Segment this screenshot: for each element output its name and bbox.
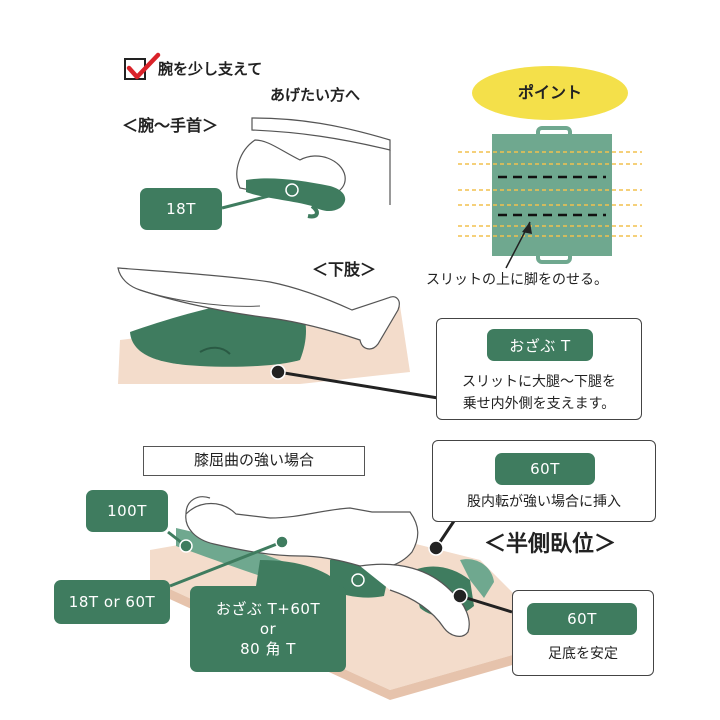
foot-callout-label: 60T	[527, 603, 637, 635]
ozabu-callout-line2: 乗せ内外側を支えます。	[462, 396, 616, 412]
connector-18t-or-60t	[169, 540, 283, 588]
hip-callout-line1: 股内転が強い場合に挿入	[467, 494, 621, 510]
connector-foot-60t	[459, 594, 513, 614]
arm-marker-dot	[285, 183, 299, 197]
point-badge: ポイント	[472, 66, 628, 120]
ozabu-callout: おざぶ T スリットに大腿～下腿を 乗せ内外側を支えます。	[436, 318, 642, 420]
foot-callout: 60T 足底を安定	[512, 590, 654, 676]
combo-label-line3: 80 角 T	[240, 640, 296, 659]
combo-label-line1: おざぶ T+60T	[215, 599, 321, 618]
checkmark-icon	[126, 52, 161, 80]
marker-100t	[179, 539, 193, 553]
arm-connector-line	[221, 188, 293, 210]
label-18t-or-60t: 18T or 60T	[54, 580, 170, 624]
marker-18t-or-60t	[275, 535, 289, 549]
lower-limb-illustration	[117, 267, 410, 384]
arm-cushion-label: 18T	[140, 188, 222, 230]
ozabu-callout-label: おざぶ T	[487, 329, 593, 361]
marker-combo	[351, 573, 365, 587]
ozabu-callout-line1: スリットに大腿～下腿を	[462, 374, 616, 390]
half-side-title: ＜半側臥位＞	[484, 532, 617, 557]
combo-label: おざぶ T+60T or 80 角 T	[190, 586, 346, 672]
check-text-line1: 腕を少し支えて	[158, 60, 263, 78]
ozabu-connector-line	[277, 370, 439, 400]
combo-label-line2: or	[259, 619, 277, 638]
arm-section-title: ＜腕～手首＞	[122, 116, 219, 135]
slit-caption: スリットの上に脚をのせる。	[426, 272, 608, 288]
slit-cushion-illustration	[458, 126, 642, 269]
arm-illustration	[236, 117, 391, 219]
ozabu-marker-dot	[270, 364, 286, 380]
marker-foot-60t	[452, 588, 468, 604]
marker-hip-60t	[428, 540, 444, 556]
hip-callout-label: 60T	[495, 453, 595, 485]
label-100t: 100T	[86, 490, 168, 532]
foot-callout-line1: 足底を安定	[548, 646, 618, 662]
knee-flexion-title: 膝屈曲の強い場合	[143, 446, 365, 476]
hip-callout: 60T 股内転が強い場合に挿入	[432, 440, 656, 522]
check-text-line2: あげたい方へ	[270, 86, 361, 104]
leg-section-title: ＜下肢＞	[312, 260, 377, 279]
